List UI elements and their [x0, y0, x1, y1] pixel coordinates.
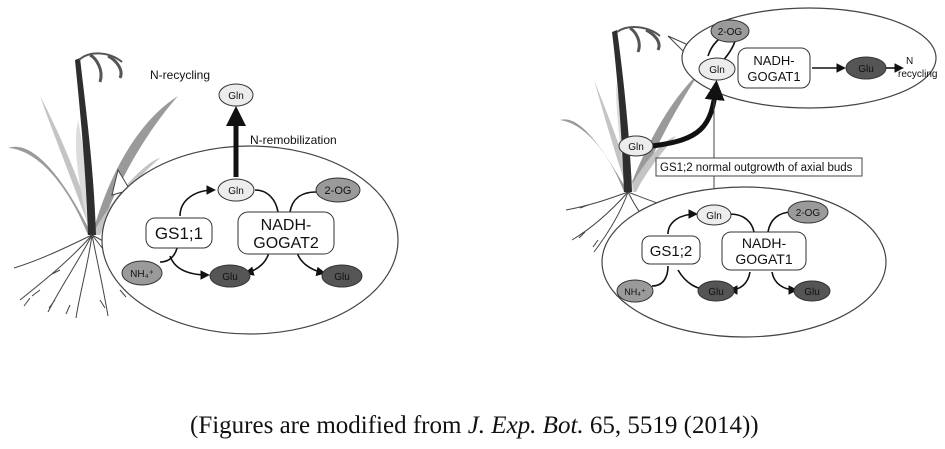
right-bottom-glu-label-2: Glu [804, 287, 820, 298]
right-top-2og-node [710, 19, 750, 43]
caption-prefix: (Figures are modified from [190, 412, 468, 439]
left-arrow-label: N-remobilization [250, 133, 337, 147]
right-bottom-nh4-node [616, 279, 654, 303]
right-bottom-glu-label-1: Glu [708, 287, 724, 298]
left-nh4-node [121, 260, 163, 286]
left-top-label: N-recycling [150, 68, 210, 82]
left-2og-label: 2-OG [325, 185, 352, 197]
right-bottom-label-box [655, 157, 863, 177]
left-plant-illustration [8, 52, 178, 319]
left-glu-label-2: Glu [334, 272, 350, 283]
left-gs-label: GS1;1 [155, 224, 203, 243]
right-top-gogat-line2: GOGAT1 [747, 69, 800, 84]
left-gogat-line1: NADH- [261, 217, 312, 234]
right-bottom-2og-node [787, 200, 829, 224]
left-gogat-box [237, 211, 335, 255]
right-top-glu-node [845, 56, 887, 80]
right-bottom-glu-node-2 [793, 280, 831, 302]
left-gs-box [145, 217, 213, 249]
right-bottom-gogat-line2: GOGAT1 [735, 251, 793, 267]
right-bottom-glu-node-1 [697, 280, 735, 302]
left-2og-node [315, 177, 361, 203]
caption-suffix: 65, 5519 (2014)) [583, 412, 759, 439]
right-top-2og-label: 2-OG [718, 27, 743, 38]
right-stem-gln-label: Gln [628, 142, 644, 153]
right-top-out-label-line2: recycling [898, 69, 937, 80]
right-top-gogat-box [737, 47, 811, 89]
figure-caption: (Figures are modified from J. Exp. Bot. … [190, 412, 930, 440]
caption-journal: J. Exp. Bot. [467, 412, 584, 439]
left-nh4-label: NH₄⁺ [130, 269, 154, 280]
right-bottom-gln-node [696, 204, 732, 226]
right-bottom-gogat-line1: NADH- [742, 235, 787, 251]
right-transport-arrow [651, 80, 725, 149]
right-bottom-gln-label: Gln [706, 211, 722, 222]
right-top-gogat-line1: NADH- [753, 53, 794, 68]
left-gln-label: Gln [228, 186, 244, 197]
right-bottom-gs-label: GS1;2 [650, 243, 693, 260]
right-top-gln-node [698, 57, 736, 81]
right-bottom-gs-box [641, 235, 701, 265]
right-bottom-nh4-label: NH₄⁺ [624, 287, 646, 297]
right-top-glu-label: Glu [858, 64, 874, 75]
left-gogat-line2: GOGAT2 [253, 235, 319, 252]
left-glu-node-2 [321, 264, 363, 288]
right-top-out-label-line1: N [906, 56, 913, 67]
right-bottom-2og-label: 2-OG [796, 208, 821, 219]
left-top-gln-label: Gln [228, 91, 244, 102]
right-top-gln-label: Gln [709, 65, 725, 76]
left-glu-node-1 [209, 264, 251, 288]
left-glu-label-1: Glu [222, 272, 238, 283]
left-gln-node [217, 178, 255, 202]
right-bottom-gogat-box [721, 231, 807, 271]
right-stem-gln-node [618, 135, 654, 157]
right-bottom-label: GS1;2 normal outgrowth of axial buds [660, 162, 853, 174]
